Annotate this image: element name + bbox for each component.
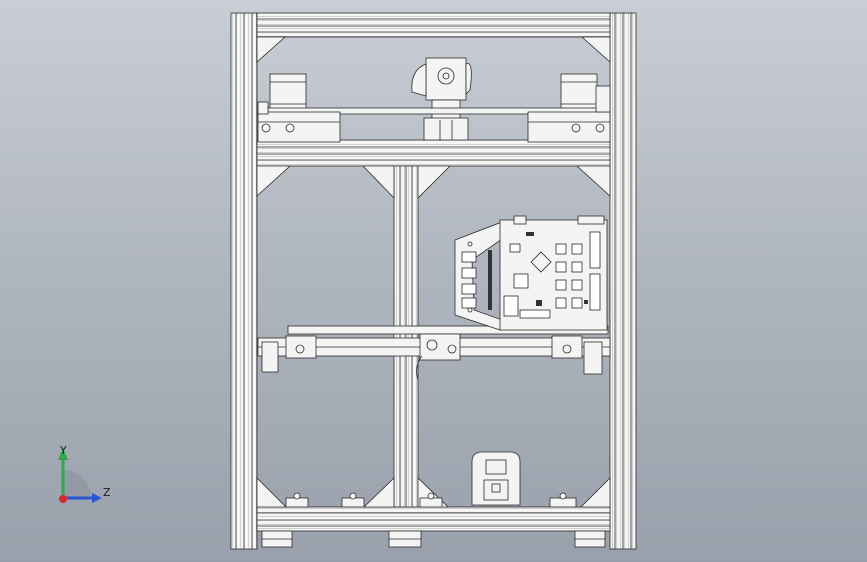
left-upright-extrusion xyxy=(230,12,258,550)
right-upright-extrusion xyxy=(609,12,637,550)
bottom-crossbar-extrusion xyxy=(256,506,611,532)
mainboard-assembly xyxy=(454,215,608,331)
x-axis-dot-icon xyxy=(59,495,67,503)
frame-feet xyxy=(261,530,606,548)
power-inlet-module xyxy=(471,451,521,506)
center-upright-extrusion xyxy=(393,165,419,508)
bottom-mounting-screws xyxy=(285,492,577,508)
top-crossbar-extrusion xyxy=(256,12,611,38)
axis-triad-arc-icon xyxy=(63,470,91,498)
extruder-motor-assembly xyxy=(411,57,472,141)
z-axis-label: Z xyxy=(103,486,111,499)
corner-brackets xyxy=(256,36,611,508)
y-axis-label: Y xyxy=(60,444,67,457)
axis-triad xyxy=(44,436,124,512)
top-x-rail xyxy=(257,85,611,143)
gantry-crossbar-extrusion xyxy=(256,139,611,167)
y-rail-assembly xyxy=(257,325,611,381)
